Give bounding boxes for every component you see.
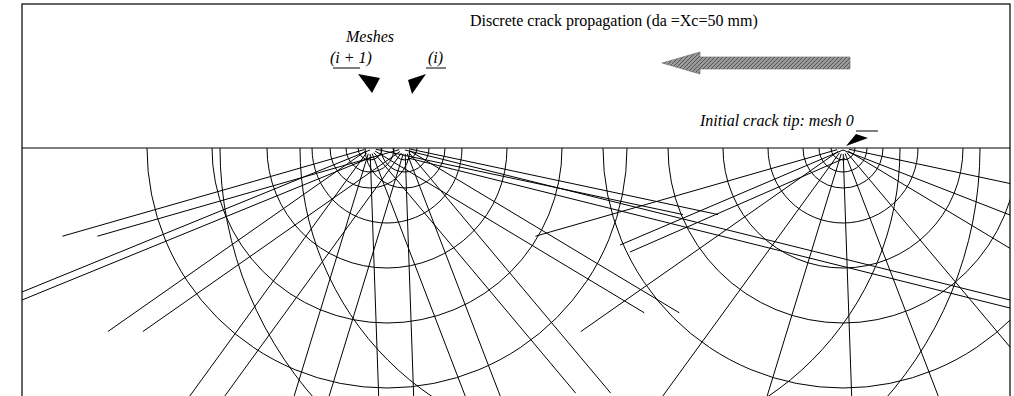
leader-line xyxy=(333,68,360,69)
arrow-marker xyxy=(408,74,426,94)
mesh-line xyxy=(376,149,683,214)
mesh-line xyxy=(374,153,576,394)
group-label: Meshes xyxy=(346,28,394,46)
mesh-arc xyxy=(147,148,627,388)
mesh-line xyxy=(845,154,958,396)
arrow-marker xyxy=(358,74,380,93)
arrow-marker xyxy=(846,134,868,146)
mesh-line xyxy=(849,149,1010,214)
mesh-line xyxy=(370,154,381,396)
mesh-arc xyxy=(312,148,462,223)
mesh-line xyxy=(843,154,854,396)
crack-tip-label: Initial crack tip: mesh 0 xyxy=(700,112,854,130)
mesh-line xyxy=(22,157,372,300)
mesh-label: (i) xyxy=(428,49,443,67)
mesh-line xyxy=(407,154,520,396)
mesh-line xyxy=(22,150,370,292)
mesh-label: (i + 1) xyxy=(330,49,372,67)
leader-line xyxy=(426,68,446,69)
mesh-line xyxy=(655,153,840,396)
frame xyxy=(22,4,1010,396)
propagation-arrow xyxy=(662,52,850,74)
leader-line xyxy=(856,131,878,132)
mesh-line xyxy=(630,158,845,252)
mesh-line xyxy=(97,150,399,237)
mesh-line xyxy=(843,150,1010,215)
mesh-line xyxy=(535,150,837,237)
mesh-line xyxy=(411,149,718,214)
mesh-line xyxy=(405,154,416,396)
mesh-line xyxy=(143,151,400,331)
mesh-line xyxy=(62,150,364,237)
mesh-arc xyxy=(603,148,1010,388)
mesh-line xyxy=(405,150,1010,300)
mesh-line xyxy=(217,153,402,396)
mesh-arc xyxy=(723,148,963,268)
mesh-line xyxy=(372,154,485,396)
mesh-line xyxy=(847,153,1010,394)
mesh-line xyxy=(749,154,841,396)
caption-text: Discrete crack propagation (da =Xc=50 mm… xyxy=(470,12,758,30)
mesh-lines xyxy=(22,148,1010,396)
free-surface xyxy=(22,147,1010,148)
mesh-line xyxy=(620,150,843,245)
mesh-line xyxy=(408,158,1010,308)
mesh-arc xyxy=(300,148,900,396)
mesh-line xyxy=(410,151,679,313)
mesh-arc xyxy=(212,148,562,323)
mesh-line xyxy=(581,151,838,331)
